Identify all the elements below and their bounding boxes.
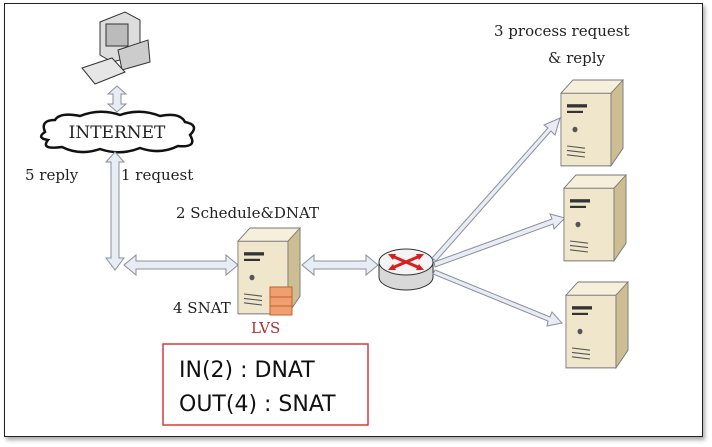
internet-cloud-icon: INTERNET — [39, 110, 196, 154]
arrow-router-server-2 — [433, 213, 566, 268]
arrow-router-server-3 — [432, 269, 563, 327]
legend-in-dnat: IN(2) : DNAT — [179, 358, 315, 383]
internet-label: INTERNET — [69, 123, 166, 143]
nat-legend-box — [162, 343, 369, 426]
legend-out-snat: OUT(4) : SNAT — [179, 392, 336, 417]
real-server-2-icon — [563, 174, 627, 262]
process-label-line2: & reply — [548, 49, 606, 67]
double-arrow-internet-junction — [104, 151, 126, 271]
router-icon — [378, 248, 434, 291]
double-arrow-lvs-router — [301, 253, 379, 277]
arrow-router-server-1 — [431, 117, 561, 262]
lvs-label: LVS — [251, 319, 280, 337]
double-arrow-computer-internet — [106, 85, 128, 113]
process-label-line1: 3 process request — [494, 22, 629, 40]
schedule-dnat-label: 2 Schedule&DNAT — [176, 204, 319, 222]
computer-icon — [81, 11, 151, 85]
reply-label: 5 reply — [25, 166, 79, 184]
real-server-1-icon — [560, 79, 624, 167]
request-label: 1 request — [121, 166, 193, 184]
double-arrow-junction-lvs — [123, 253, 239, 277]
firewall-icon — [269, 286, 293, 316]
snat-label: 4 SNAT — [173, 299, 231, 317]
real-server-3-icon — [565, 281, 629, 369]
